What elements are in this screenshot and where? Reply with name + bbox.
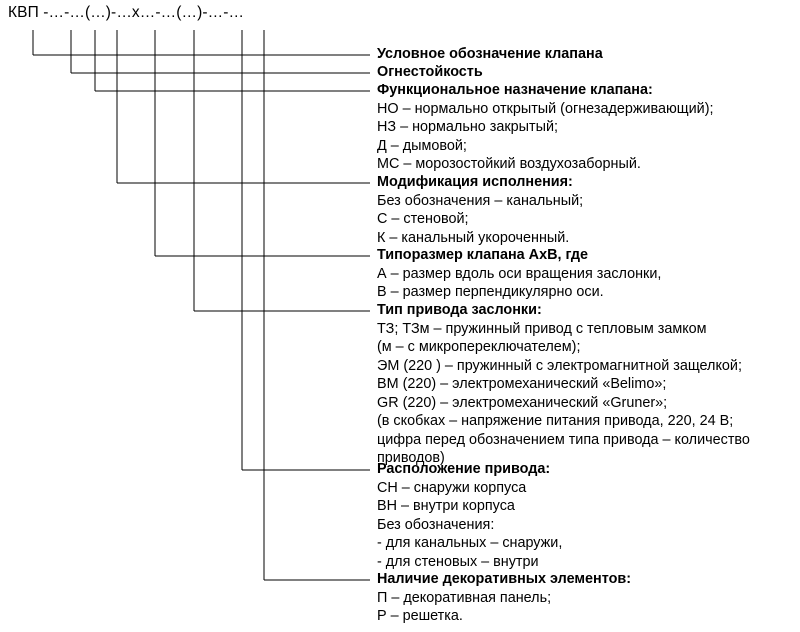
legend-item-function: Функциональное назначение клапана: НО – … (377, 81, 792, 174)
legend-line: СН – снаружи корпуса (377, 479, 527, 496)
legend-item-designation: Условное обозначение клапана (377, 45, 792, 64)
legend-line: цифра перед обозначением типа привода – … (377, 431, 750, 448)
legend-title: Огнестойкость (377, 64, 483, 80)
legend-item-fire-resistance: Огнестойкость (377, 63, 792, 82)
legend-line: ВМ (220) – электромеханический «Belimo»; (377, 376, 667, 392)
legend-line: (м – с микропереключателем); (377, 339, 581, 355)
legend-item-actuator-type: Тип привода заслонки: ТЗ; ТЗм – пружинны… (377, 301, 792, 468)
legend-line: (в скобках – напряжение питания привода,… (377, 413, 734, 429)
legend-line: приводов) (377, 450, 445, 466)
legend-line: Д – дымовой; (377, 137, 467, 154)
legend-item-decorative: Наличие декоративных элементов: П – деко… (377, 570, 792, 626)
legend-line: К – канальный укороченный. (377, 229, 570, 246)
legend-line: Без обозначения: (377, 516, 495, 533)
legend-title: Условное обозначение клапана (377, 46, 603, 62)
legend-title: Типоразмер клапана АхВ, где (377, 247, 589, 263)
legend-item-size: Типоразмер клапана АхВ, где А – размер в… (377, 246, 792, 302)
legend-item-actuator-location: Расположение привода: СН – снаружи корпу… (377, 460, 792, 571)
legend-line: НЗ – нормально закрытый; (377, 119, 558, 135)
legend-line: С – стеновой; (377, 211, 469, 227)
legend-title: Наличие декоративных элементов: (377, 571, 632, 587)
code-designation: КВП -…-…(…)-…х…-…(…)-…-… (8, 4, 245, 21)
legend-line: Р – решетка. (377, 608, 463, 624)
legend-title: Тип привода заслонки: (377, 302, 542, 318)
legend-line: - для стеновых – внутри (377, 553, 539, 570)
legend-line: GR (220) – электромеханический «Gruner»; (377, 394, 668, 411)
legend-line: - для канальных – снаружи, (377, 535, 563, 551)
legend-line: ЭМ (220 ) – пружинный с электромагнитной… (377, 357, 742, 374)
legend-title: Функциональное назначение клапана: (377, 82, 653, 98)
legend-line: ВН – внутри корпуса (377, 498, 515, 514)
legend-line: МС – морозостойкий воздухозаборный. (377, 156, 641, 172)
legend-title: Расположение привода: (377, 461, 551, 477)
legend-line: В – размер перпендикулярно оси. (377, 284, 604, 300)
legend-item-modification: Модификация исполнения: Без обозначения … (377, 173, 792, 247)
legend-title: Модификация исполнения: (377, 174, 573, 190)
legend-line: Без обозначения – канальный; (377, 192, 584, 209)
legend-line: А – размер вдоль оси вращения заслонки, (377, 265, 662, 282)
legend-line: ТЗ; ТЗм – пружинный привод с тепловым за… (377, 320, 707, 337)
legend-line: НО – нормально открытый (огнезадерживающ… (377, 100, 714, 117)
legend-line: П – декоративная панель; (377, 589, 552, 606)
